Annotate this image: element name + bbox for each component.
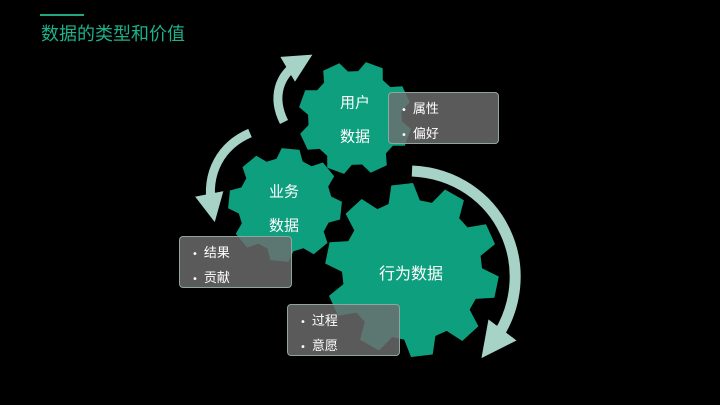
- user-gear-label-line2: 数据: [339, 127, 371, 146]
- page-title: 数据的类型和价值: [41, 24, 185, 45]
- business-data-card: 结果 贡献: [179, 236, 292, 288]
- business-data-gear: [228, 148, 342, 262]
- user-card-item: 偏好: [401, 123, 498, 148]
- cycle-arrow-top: [273, 54, 313, 125]
- behavior-card-item: 过程: [300, 310, 399, 335]
- user-data-card: 属性 偏好: [388, 92, 499, 144]
- business-card-item: 结果: [192, 242, 291, 267]
- cycle-arrow-right: [411, 165, 521, 359]
- business-card-item: 贡献: [192, 267, 291, 292]
- business-gear-label-line1: 业务: [268, 182, 300, 201]
- cycle-arrow-left: [195, 128, 252, 223]
- title-accent-bar: [40, 14, 84, 16]
- user-data-gear: [299, 62, 411, 174]
- behavior-data-card: 过程 意愿: [287, 304, 400, 356]
- behavior-card-item: 意愿: [300, 335, 399, 360]
- user-gear-label-line1: 用户: [339, 93, 371, 112]
- user-card-item: 属性: [401, 98, 498, 123]
- business-gear-label-line2: 数据: [268, 216, 300, 235]
- behavior-gear-label: 行为数据: [378, 264, 444, 283]
